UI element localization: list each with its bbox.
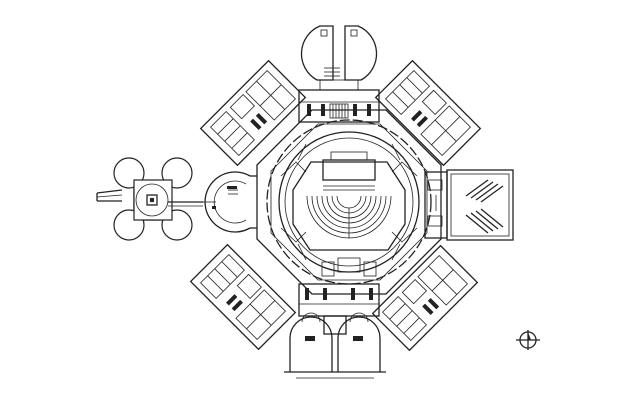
west-entry-ramp [96,189,123,202]
southeast-wing [371,244,479,352]
east-connector [424,171,448,239]
northwest-wing [199,59,307,167]
west-rotunda [203,171,257,233]
west-four-lobed-pavilion [113,157,203,241]
north-arrow-icon [516,330,540,350]
stage-platform [322,151,376,191]
south-connector-block [298,283,380,317]
stepped-seating-upper [465,179,504,203]
stepped-seating-lower [465,208,504,234]
northeast-wing [374,59,482,167]
south-pavilion [284,312,386,379]
auditorium-seating-rows [306,195,392,239]
north-connector-block [298,89,380,123]
inner-circular-corridor [266,119,432,285]
north-pavilion [300,25,378,90]
central-auditorium [280,143,418,277]
east-annex-hall [446,169,514,241]
southwest-wing [189,243,297,351]
auditorium-side-rooms [280,143,418,277]
